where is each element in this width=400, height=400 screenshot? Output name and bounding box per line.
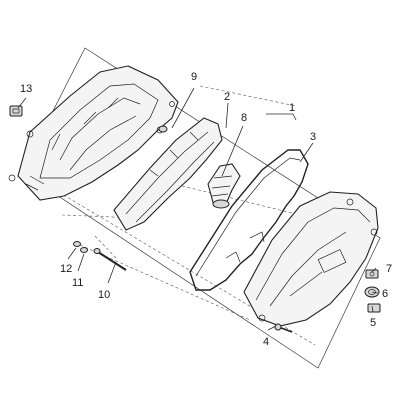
part-12-washer (73, 241, 81, 247)
part-10-bolt (93, 248, 127, 271)
callout-5: 5 (370, 317, 376, 329)
callout-4: 4 (263, 336, 269, 348)
callout-9: 9 (191, 71, 197, 83)
callout-11: 11 (72, 277, 83, 289)
callout-6: 6 (382, 288, 388, 300)
part-7-fitting (365, 269, 379, 279)
leader-lines (17, 87, 379, 331)
callout-10: 10 (98, 289, 110, 301)
callout-13: 13 (20, 83, 32, 95)
callout-7: 7 (386, 263, 392, 275)
callout-8: 8 (241, 112, 247, 124)
part-8-intake-duct (207, 163, 241, 209)
part-air-filter-housing (8, 65, 179, 201)
part-3-gasket (189, 149, 309, 291)
part-4-screw (274, 323, 293, 333)
part-11-washer (80, 247, 88, 253)
part-2-filter-element (113, 117, 223, 231)
callout-12: 12 (60, 263, 72, 275)
part-13-clip (9, 105, 23, 117)
callout-labels: 1 2 3 4 5 6 7 8 9 10 11 12 13 (20, 71, 392, 348)
callout-3: 3 (310, 131, 316, 143)
callout-1: 1 (289, 102, 295, 114)
callout-2: 2 (224, 91, 230, 103)
part-9-grommet (158, 125, 168, 133)
part-filter-cover (243, 191, 379, 327)
part-5-clamp (367, 303, 381, 313)
